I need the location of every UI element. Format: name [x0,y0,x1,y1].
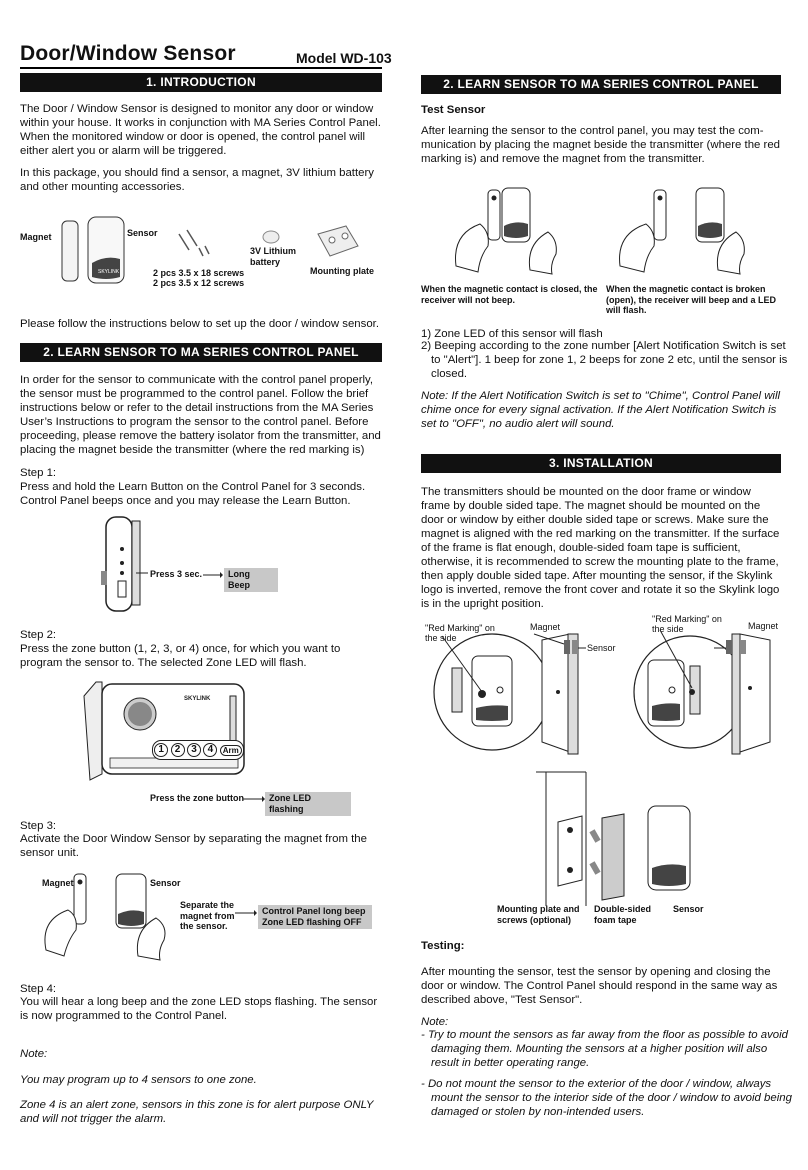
step3-result-box: Control Panel long beep Zone LED flashin… [258,905,372,929]
learn-paragraph: In order for the sensor to communicate w… [20,374,381,456]
learn-note-title: Note: [20,1048,48,1060]
step4-text: You will hear a long beep and the zone L… [20,996,378,1022]
zone-button-row: 1 2 3 4 Arm [152,740,244,760]
installation-paragraph: The transmitters should be mounted on th… [421,486,780,610]
step1-text: Press and hold the Learn Button on the C… [20,481,366,507]
mounting-plate-label: Mounting plate [310,266,374,276]
svg-text:SKYLINK: SKYLINK [98,269,120,275]
learn-cont-heading: 2. LEARN SENSOR TO MA SERIES CONTROL PAN… [421,75,781,110]
follow-instructions: Please follow the instructions below to … [20,318,380,330]
step3-text: Activate the Door Window Sensor by separ… [20,833,367,859]
learn-heading: 2. LEARN SENSOR TO MA SERIES CONTROL PAN… [20,343,382,362]
arrow-right-icon [243,796,265,802]
mounting-plate-screws-label: Mounting plate and screws (optional) [497,904,580,925]
learn-note-2: Zone 4 is an alert zone, sensors in this… [20,1099,374,1125]
model-number: Model WD-103 [296,50,392,66]
arrow-right-icon [235,910,257,916]
arrow-right-icon [203,572,223,578]
mounting-plate-icon [317,225,359,257]
red-marking-label-right: "Red Marking" on the side [652,614,722,634]
step1-title: Step 1: [20,467,57,479]
test-open-hands-illustration [619,187,745,275]
screws-label-1: 2 pcs 3.5 x 18 screws [153,268,245,278]
caption-closed: When the magnetic contact is closed, the… [421,284,598,305]
install-note-1: - Try to mount the sensors as far away f… [421,1029,788,1069]
control-panel-side-illustration [101,516,148,612]
package-sensor-label: Sensor [127,228,158,238]
learn-note-1: You may program up to 4 sensors to one z… [20,1074,257,1086]
zone-button-3[interactable]: 3 [186,743,201,757]
install-note-2: - Do not mount the sensor to the exterio… [421,1078,792,1118]
test-sensor-title: Test Sensor [421,104,486,116]
intro-paragraph-1: The Door / Window Sensor is designed to … [20,103,381,157]
testing-title: Testing: [421,940,465,952]
battery-label: 3V Lithium battery [250,246,297,267]
package-magnet-label: Magnet [20,232,52,242]
magnet-label-right: Magnet [748,621,779,631]
installation-mounting-plate-diagram [536,771,691,906]
step3-result-line-1: Control Panel long beep [262,906,366,916]
test-result-item-1: 1) Zone LED of this sensor will flash [421,328,603,340]
test-result-item-2: 2) Beeping according to the zone number … [421,340,788,380]
step3-result-line-2: Zone LED flashing OFF [262,917,362,927]
svg-text:SKYLINK: SKYLINK [184,696,211,702]
control-panel-front-illustration: SKYLINK [83,681,245,781]
step3-separate-label: Separate the magnet from the sensor. [180,900,235,931]
title-rule [20,67,382,69]
sensor-label-bottom: Sensor [673,904,704,914]
intro-heading: 1. INTRODUCTION [20,73,382,92]
installation-door-diagram-left [433,633,586,755]
magnet-label-left: Magnet [530,622,561,632]
step1-press-label: Press 3 sec. [150,569,203,579]
step2-text: Press the zone button (1, 2, 3, or 4) on… [20,643,341,669]
zone-button-4[interactable]: 4 [203,743,218,757]
step2-result-label: Zone LED flashing [265,792,351,816]
intro-paragraph-2: In this package, you should find a senso… [20,167,374,193]
zone-button-2[interactable]: 2 [170,743,185,757]
step3-title: Step 3: [20,820,57,832]
installation-heading: 3. INSTALLATION [421,454,781,473]
test-note: Note: If the Alert Notification Switch i… [421,390,781,430]
package-magnet-sensor-illustration: SKYLINK [61,216,125,284]
zone-button-1[interactable]: 1 [154,743,169,757]
testing-text: After mounting the sensor, test the sens… [421,966,778,1006]
screws-label-2: 2 pcs 3.5 x 12 screws [153,278,245,288]
battery-icon [262,230,280,244]
page-title: Door/Window Sensor [20,42,236,65]
installation-door-diagram-right [633,629,771,755]
step2-press-label: Press the zone button [150,793,245,803]
install-note-title: Note: [421,1016,449,1028]
red-marking-label-left: "Red Marking" on the side [425,623,495,643]
step4-title: Step 4: [20,983,57,995]
sensor-label-left: Sensor [587,643,616,653]
step3-sensor-label: Sensor [150,878,181,888]
separate-magnet-hands-illustration [44,873,166,961]
test-closed-hands-illustration [455,187,557,275]
step1-result-label: Long Beep [224,568,278,592]
test-sensor-text: After learning the sensor to the control… [421,125,780,165]
arm-button[interactable]: Arm [219,744,242,756]
step3-magnet-label: Magnet [42,878,74,888]
step2-title: Step 2: [20,629,57,641]
caption-open: When the magnetic contact is broken (ope… [606,284,777,315]
foam-tape-label: Double-sided foam tape [594,904,652,925]
screws-icon [178,229,210,257]
